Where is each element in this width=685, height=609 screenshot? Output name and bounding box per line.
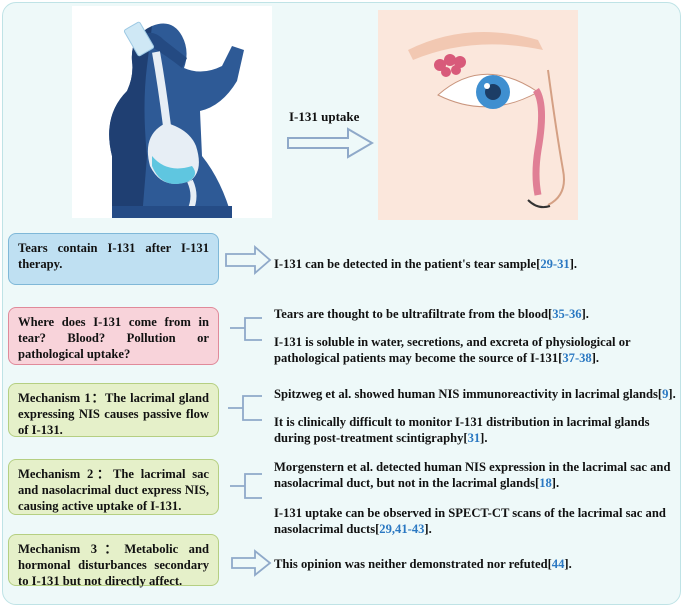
bracket-row-3 (228, 395, 262, 421)
box-tears-contain: Tears contain I-131 after I-131 therapy. (8, 233, 219, 285)
box-origin-question: Where does I-131 come from in tear? Bloo… (8, 307, 219, 365)
arrow-row-1 (225, 245, 272, 275)
eye-lacrimal-illustration (378, 10, 578, 220)
statement-4-2: I-131 uptake can be observed in SPECT-CT… (274, 506, 666, 536)
box-mechanism-2: Mechanism 2：The lacrimal sac and nasolac… (8, 459, 219, 515)
uptake-label: I-131 uptake (289, 109, 360, 124)
statement-2-1: Tears are thought to be ultrafiltrate fr… (274, 307, 589, 321)
bracket-row-2 (230, 317, 262, 341)
arrow-row-5 (231, 549, 272, 577)
box-mechanism-1: Mechanism 1：The lacrimal gland expressin… (8, 383, 219, 437)
statement-3-2: It is clinically difficult to monitor I-… (274, 415, 650, 445)
bracket-row-4 (230, 473, 262, 499)
drinking-person-illustration (72, 6, 272, 218)
statement-1-1: I-131 can be detected in the patient's t… (274, 257, 578, 271)
statement-4-1: Morgenstern et al. detected human NIS ex… (274, 460, 671, 490)
uptake-arrow (287, 127, 374, 159)
box-mechanism-3: Mechanism 3：Metabolic and hormonal distu… (8, 534, 219, 588)
statement-2-2: I-131 is soluble in water, secretions, a… (274, 335, 631, 365)
statement-3-1: Spitzweg et al. showed human NIS immunor… (274, 387, 676, 401)
statement-5-1: This opinion was neither demonstrated no… (274, 557, 572, 571)
